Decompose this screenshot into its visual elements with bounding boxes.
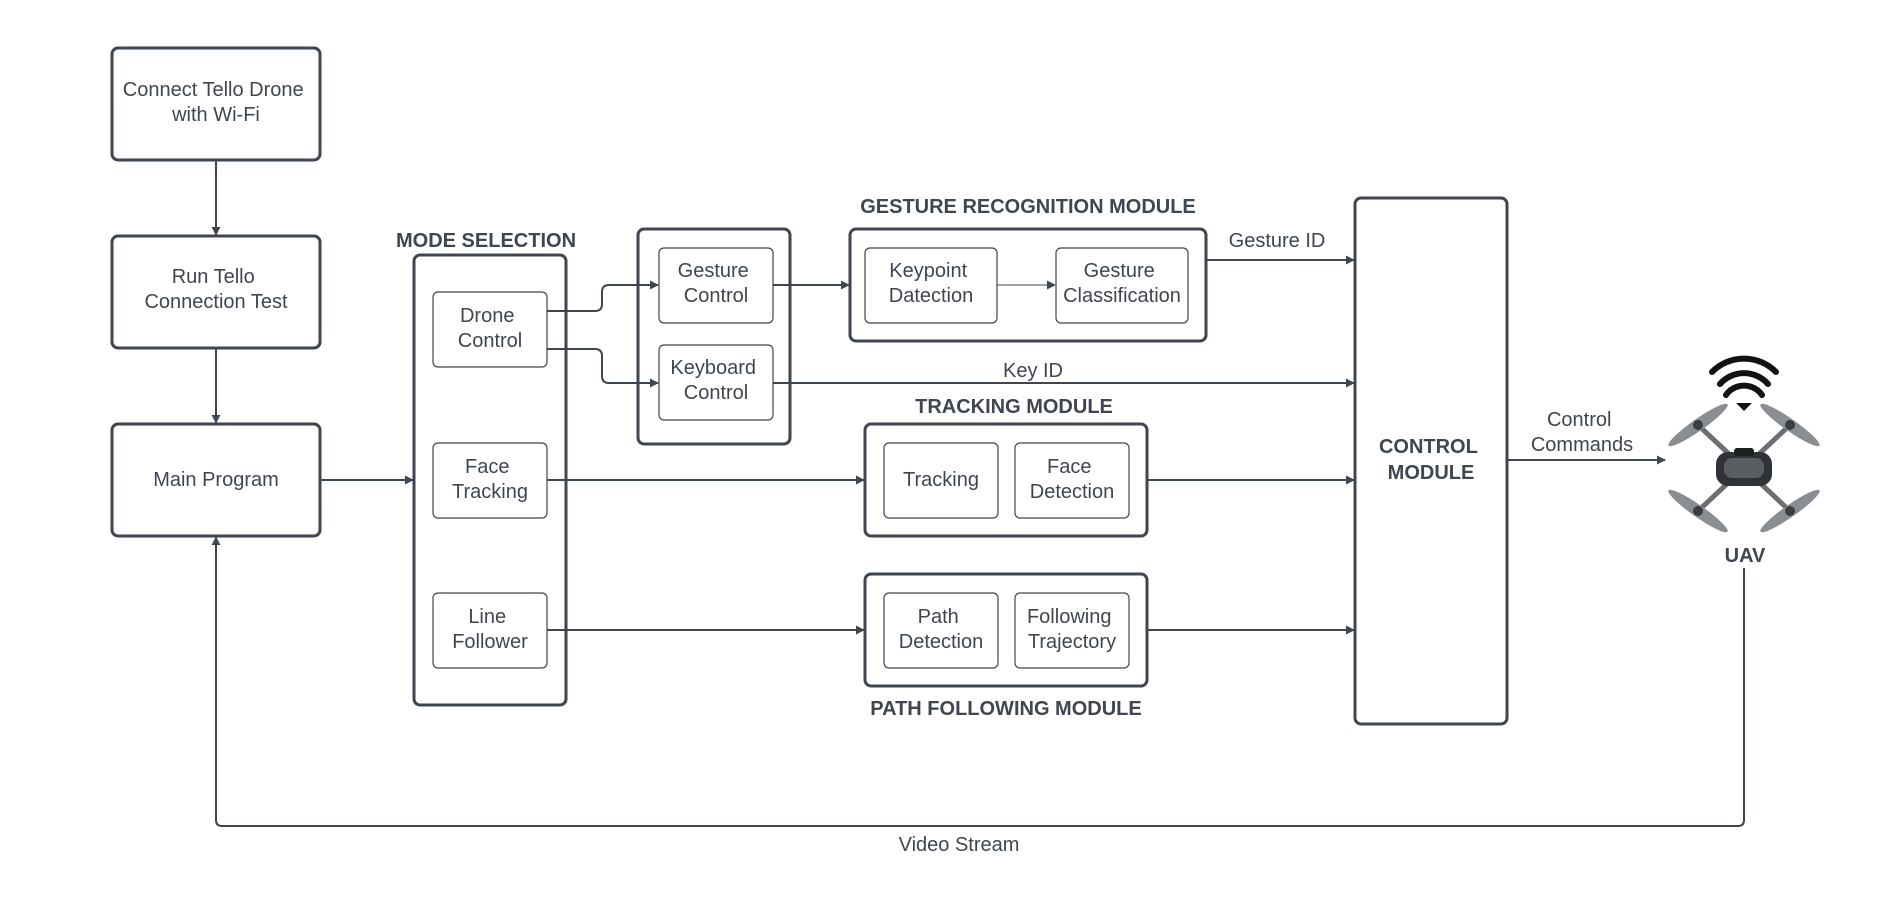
gesture-control-node: Gesture Control [658,247,774,324]
edge-drone-to-keyboard [547,348,659,388]
uav-label: UAV [1725,545,1766,567]
line-follower-label: Line Follower [452,606,528,653]
following-trajectory-node: Following Trajectory [1014,592,1130,669]
tracking-node: Tracking [883,442,999,519]
following-trajectory-label: Following Trajectory [1027,606,1117,653]
face-tracking-mode: Face Tracking [432,442,548,519]
video-stream-label: Video Stream [899,834,1020,856]
drone-control-label: Drone Control [458,305,522,352]
connection-test-step-label: Run Tello Connection Test [144,266,288,313]
face-detection-node: Face Detection [1014,442,1130,519]
control-module-label: CONTROL MODULE [1379,436,1483,484]
main-program-step: Main Program [110,422,322,538]
gesture-module-title: GESTURE RECOGNITION MODULE [860,196,1196,218]
drone-control-mode: Drone Control [432,291,548,368]
keyboard-control-label: Keyboard Control [670,357,761,404]
connect-step: Connect Tello Drone with Wi-Fi [110,46,322,162]
keypoint-detection-node: Keypoint Datection [864,247,998,324]
tracking-module-title: TRACKING MODULE [915,396,1113,418]
gesture-control-label: Gesture Control [678,260,755,307]
edges [211,160,1745,827]
gesture-id-label: Gesture ID [1229,230,1326,252]
control-module-panel [1353,196,1509,726]
edge-video-stream [211,536,1745,827]
tracking-label: Tracking [903,469,979,491]
key-id-label: Key ID [1003,360,1063,382]
mode-selection-title: MODE SELECTION [396,230,576,252]
gesture-classification-label: Gesture Classification [1063,260,1181,307]
line-follower-mode: Line Follower [432,592,548,669]
face-tracking-label: Face Tracking [452,456,528,503]
edge-drone-to-gesture [547,280,659,312]
path-module-title: PATH FOLLOWING MODULE [870,698,1141,720]
control-commands-label: Control Commands [1531,409,1633,456]
connect-step-label: Connect Tello Drone with Wi-Fi [123,79,309,126]
keyboard-control-node: Keyboard Control [658,344,774,421]
main-program-label: Main Program [153,469,279,491]
gesture-classification-node: Gesture Classification [1055,247,1189,324]
face-detection-label: Face Detection [1030,456,1115,503]
keypoint-detection-label: Keypoint Datection [889,260,974,307]
path-detection-label: Path Detection [899,606,984,653]
connection-test-step: Run Tello Connection Test [110,234,322,350]
path-detection-node: Path Detection [883,592,999,669]
drone-icon [1668,355,1820,533]
